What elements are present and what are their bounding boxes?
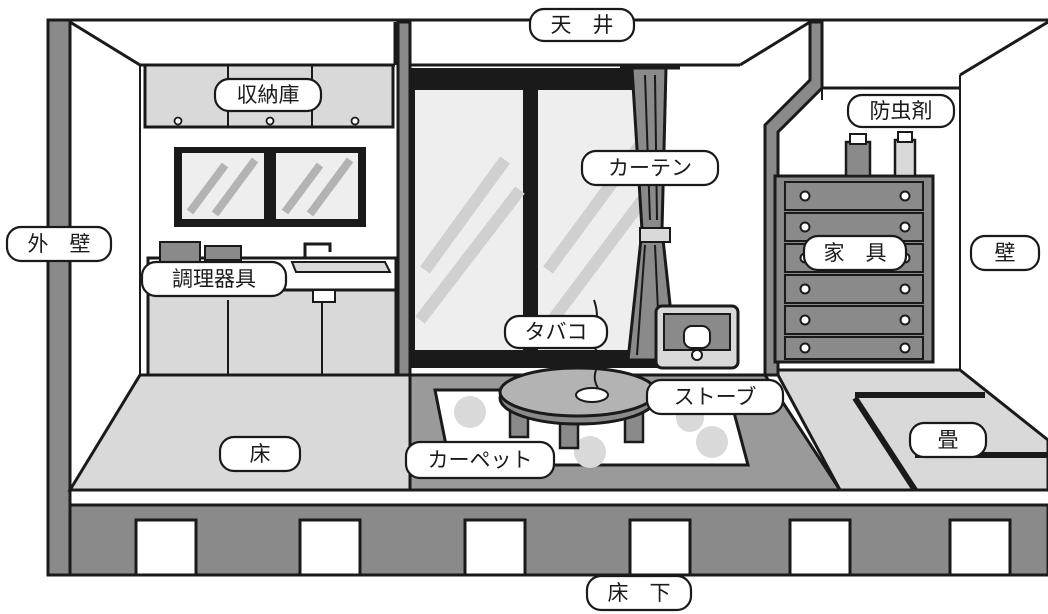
kitchen-window	[174, 147, 366, 227]
label-floor: 床	[218, 435, 302, 473]
label-ceiling: 天 井	[528, 7, 636, 43]
underfloor-foundation	[46, 503, 1048, 577]
kitchen-floor	[67, 373, 412, 492]
svg-text:タバコ: タバコ	[525, 320, 588, 344]
label-underfloor: 床 下	[585, 574, 693, 612]
insecticide-canisters	[844, 131, 917, 178]
stove	[654, 304, 740, 370]
svg-text:調理器具: 調理器具	[172, 267, 256, 291]
svg-text:カーテン: カーテン	[608, 156, 692, 180]
outer-wall	[46, 18, 72, 577]
label-wall: 壁	[969, 234, 1041, 272]
svg-text:カーペット: カーペット	[428, 448, 533, 472]
label-curtain: カーテン	[580, 149, 720, 187]
svg-text:壁: 壁	[995, 241, 1016, 265]
label-tobacco: タバコ	[503, 314, 609, 350]
label-storage: 収納庫	[213, 77, 323, 113]
right-room-walls	[821, 20, 1048, 370]
svg-text:天 井: 天 井	[551, 13, 614, 37]
svg-text:家 具: 家 具	[824, 241, 887, 265]
large-window	[410, 68, 660, 368]
svg-text:床: 床	[250, 442, 271, 466]
label-insecticide: 防虫剤	[846, 93, 956, 129]
label-outer-wall: 外 壁	[5, 225, 113, 263]
svg-text:収納庫: 収納庫	[237, 83, 300, 107]
partition-pillar-left	[396, 20, 412, 377]
label-furniture: 家 具	[802, 234, 908, 272]
label-stove: ストーブ	[645, 378, 785, 416]
label-carpet: カーペット	[404, 440, 556, 480]
svg-text:外 壁: 外 壁	[28, 232, 91, 256]
svg-text:床 下: 床 下	[608, 581, 671, 605]
svg-text:畳: 畳	[938, 428, 959, 452]
label-tatami: 畳	[908, 421, 988, 459]
label-cookware: 調理器具	[140, 260, 288, 298]
svg-text:防虫剤: 防虫剤	[870, 99, 933, 123]
svg-text:ストーブ: ストーブ	[674, 385, 757, 409]
